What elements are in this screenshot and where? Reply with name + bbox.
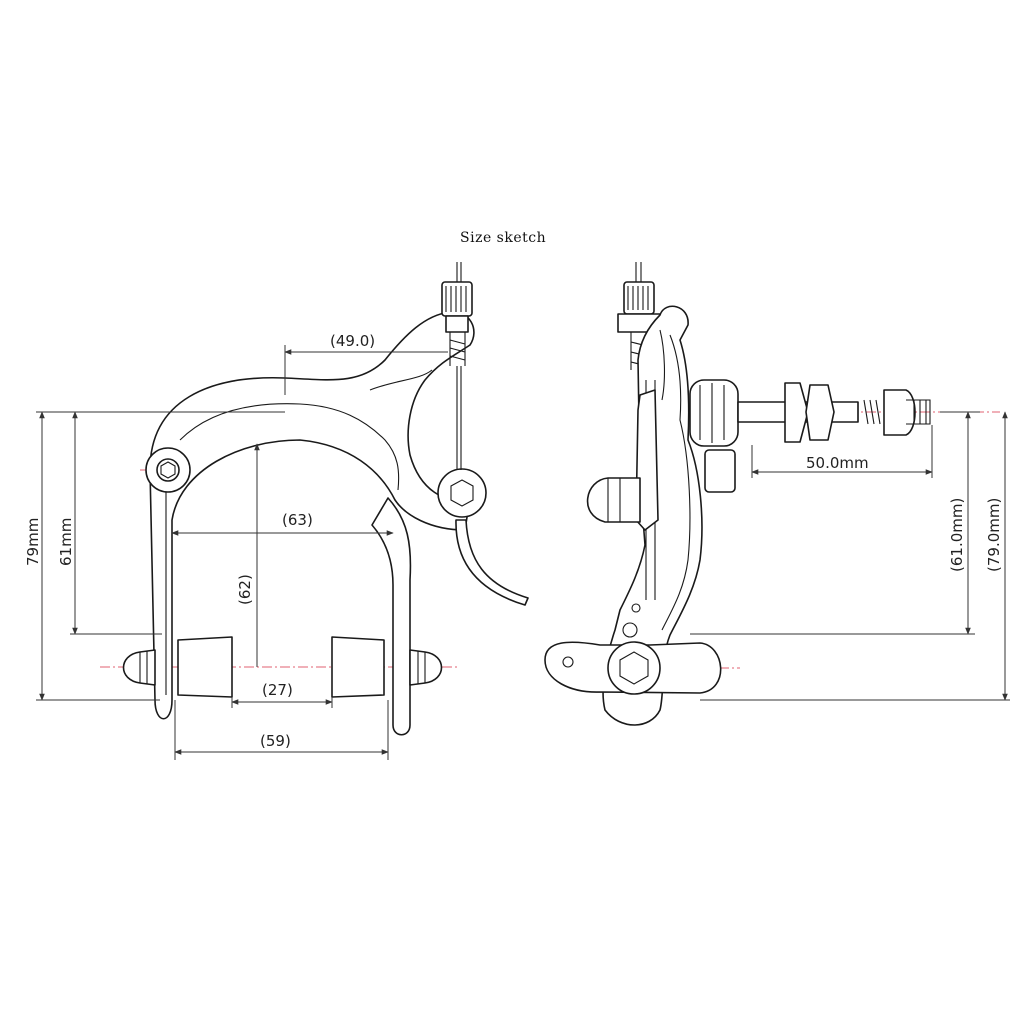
dim-side-height-max: (79.0mm): [985, 498, 1003, 572]
arm-edge-line: [369, 369, 433, 391]
side-pad-bolt-boss: [607, 641, 661, 695]
side-view: 50.0mm (61.0mm) (79.0mm): [544, 262, 1010, 726]
bolt-end-nut: [883, 389, 916, 436]
dim-inner-height: (62): [236, 574, 254, 605]
left-brake-pad: [177, 636, 233, 698]
arch-inner-line: [179, 403, 400, 491]
adjuster-thread: [449, 332, 466, 366]
dim-reach-arm: (49.0): [330, 332, 375, 350]
side-inner-plate: [635, 389, 659, 531]
side-lower-boss: [704, 449, 736, 493]
side-acorn-nut: [586, 477, 641, 523]
mounting-washer: [784, 382, 809, 443]
front-view: (49.0) (63) (62) (27) (59) 79mm 61mm: [24, 262, 529, 760]
side-pad-bolt-icon: [619, 651, 649, 685]
dim-pad-gap: (27): [262, 681, 293, 699]
dim-inner-width: (63): [282, 511, 313, 529]
right-brake-pad: [331, 636, 385, 698]
mounting-nut: [805, 384, 835, 441]
hex-socket-icon: [160, 461, 176, 479]
dim-height-max: 79mm: [24, 518, 42, 566]
left-acorn-nut: [122, 649, 156, 686]
dim-side-height-min: (61.0mm): [948, 498, 966, 572]
pivot-bolt-icon: [156, 458, 180, 482]
cable-tail: [455, 519, 529, 606]
caliper-arch: [149, 311, 475, 720]
cable-anchor-boss: [437, 468, 487, 518]
page-title: Size sketch: [460, 230, 546, 246]
bolt-thread: [857, 399, 881, 425]
dim-bolt-length: 50.0mm: [806, 454, 869, 472]
adjuster-knurl: [445, 286, 467, 312]
pad-hole-icon: [562, 656, 574, 668]
right-acorn-nut: [409, 649, 443, 686]
dim-height-min: 61mm: [57, 518, 75, 566]
right-caliper-arm: [371, 497, 412, 736]
dim-outer-width: (59): [260, 732, 291, 750]
anchor-bolt-icon: [450, 479, 474, 507]
adjuster-nut: [445, 315, 469, 333]
side-spring-boss: [689, 379, 739, 447]
